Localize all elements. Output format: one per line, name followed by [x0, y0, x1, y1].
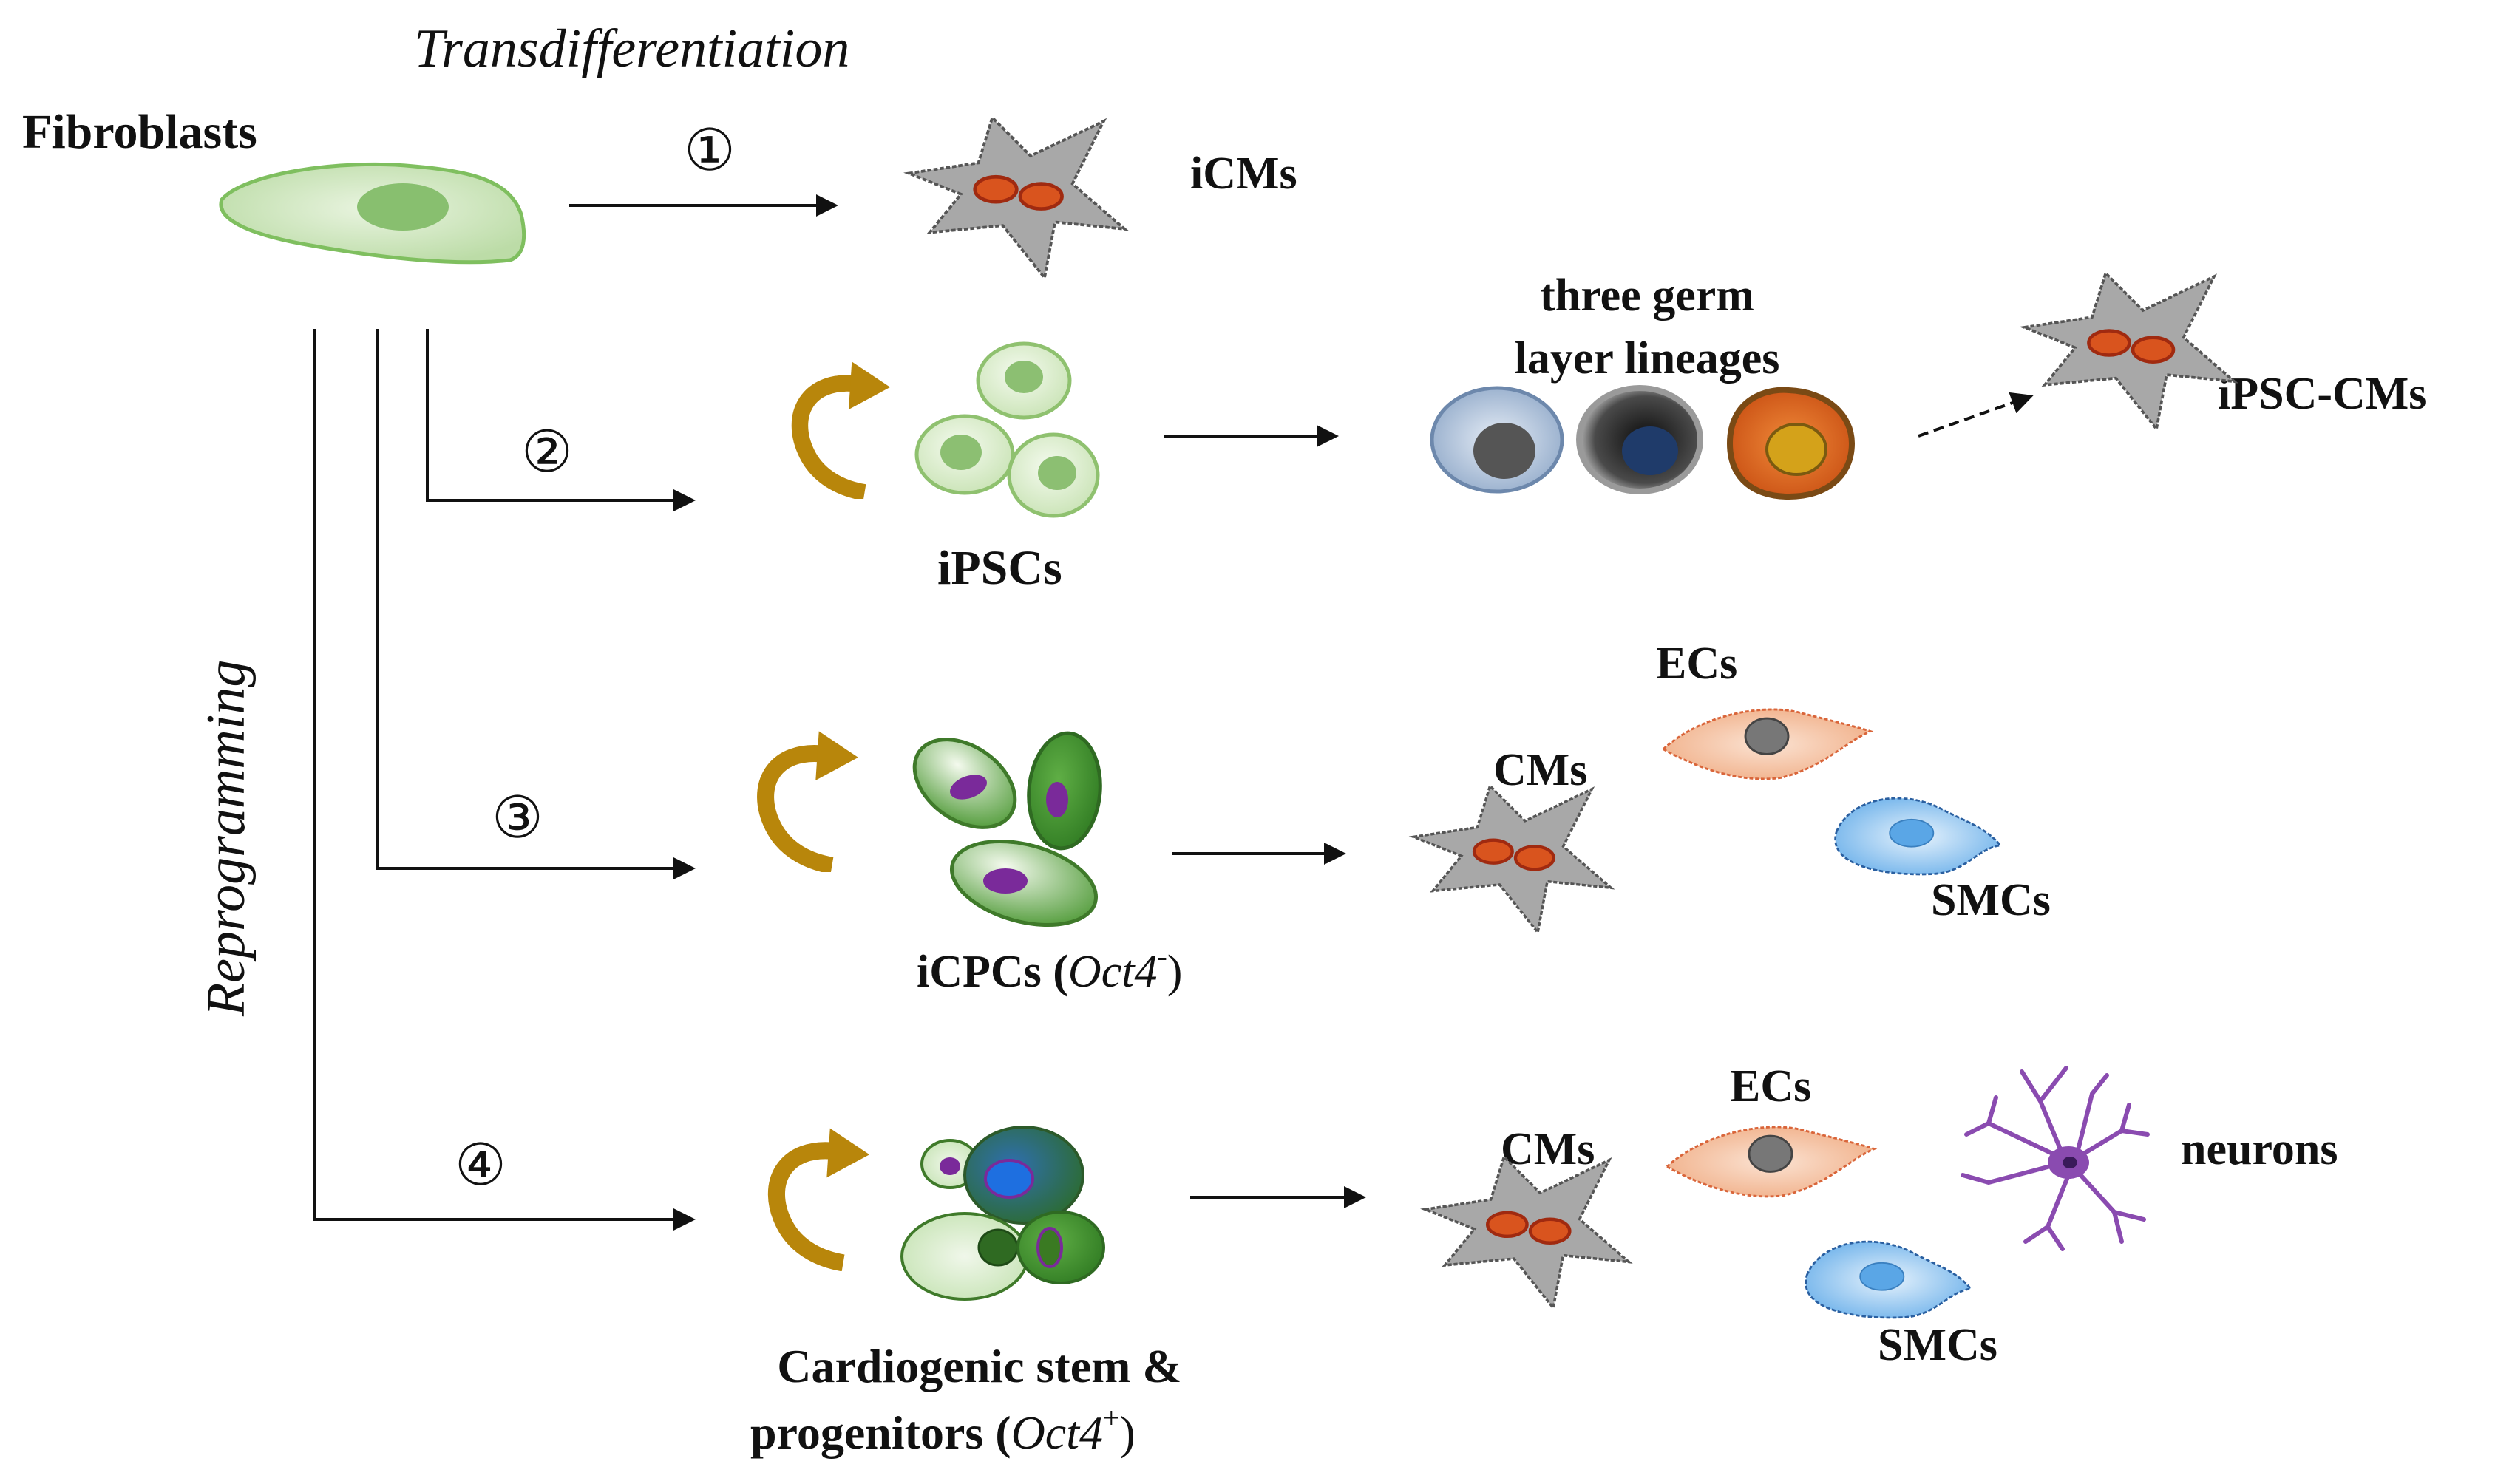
ecs-label-4: ECs [1730, 1061, 1811, 1112]
cms-label-3: CMs [1493, 745, 1587, 795]
fibroblast-cell-icon [219, 162, 526, 265]
endothelial-cell-icon-4 [1666, 1126, 1876, 1198]
self-renewal-arrow-icon-2 [800, 361, 890, 492]
smooth-muscle-cell-icon-3 [1834, 797, 2002, 876]
icpcs-label-sup: - [1157, 939, 1167, 973]
branch-route-2 [426, 329, 696, 511]
cm-cardiomyocyte-icon-3 [1413, 786, 1611, 932]
route-number-4: ④ [455, 1133, 506, 1197]
ipsc-cluster-icon [914, 341, 1100, 518]
icpcs-label: iCPCs (Oct4-) [917, 939, 1182, 997]
branch-route-3 [376, 329, 696, 879]
ecs-label-3: ECs [1656, 639, 1737, 689]
branch-route-4 [313, 329, 696, 1231]
icpcs-label-gene: Oct4 [1068, 947, 1158, 997]
csc-label-gene: Oct4 [1011, 1406, 1103, 1459]
three-germ-label-line2: layer lineages [1515, 333, 1780, 384]
dashed-arrow-to-ipsc-cms [1918, 392, 2034, 438]
csc-label-line1: Cardiogenic stem & [777, 1340, 1181, 1392]
icpcs-label-close: ) [1167, 947, 1183, 997]
fibroblasts-label: Fibroblasts [22, 105, 257, 159]
neurons-label: neurons [2181, 1124, 2338, 1174]
smcs-label-4: SMCs [1878, 1320, 1997, 1370]
self-renewal-arrow-icon-3 [766, 731, 858, 865]
self-renewal-arrow-icon-4 [776, 1129, 869, 1263]
cms-label-4: CMs [1501, 1124, 1595, 1174]
three-germ-label-line1: three germ [1540, 270, 1754, 321]
smooth-muscle-cell-icon-4 [1805, 1240, 1972, 1319]
reprogramming-label: Reprogramming [196, 660, 257, 1017]
ectoderm-cell-icon [1430, 386, 1564, 494]
route-number-1: ① [684, 118, 736, 183]
endothelial-cell-icon-3 [1662, 708, 1872, 780]
icms-label: iCMs [1190, 149, 1297, 199]
neuron-nucleus [2063, 1157, 2077, 1168]
csc-label-sup: + [1103, 1401, 1120, 1434]
csc-label-close: ) [1120, 1406, 1136, 1459]
cardiogenic-stem-cluster-icon [900, 1126, 1105, 1301]
ipsc-cm-cardiomyocyte-icon [2024, 273, 2234, 429]
neuron-cell-icon [1961, 1066, 2150, 1251]
route-number-2: ② [521, 420, 573, 484]
mesoderm-cell-icon [1576, 385, 1703, 494]
endoderm-cell-icon [1726, 387, 1856, 500]
smcs-label-3: SMCs [1931, 875, 2051, 925]
cm-cardiomyocyte-icon-4 [1425, 1157, 1629, 1307]
branch-lines [313, 194, 2034, 1231]
csc-label-main: progenitors ( [750, 1406, 1011, 1459]
ipscs-label: iPSCs [937, 541, 1062, 595]
transdifferentiation-label: Transdifferentiation [414, 18, 849, 79]
ipsc-cms-label: iPSC-CMs [2218, 369, 2426, 419]
icpc-cluster-icon [912, 731, 1102, 928]
route-number-3: ③ [492, 786, 543, 850]
icm-cardiomyocyte-icon [909, 118, 1124, 278]
icpcs-label-main: iCPCs ( [917, 947, 1068, 997]
csc-label-line2: progenitors (Oct4+) [750, 1401, 1136, 1459]
